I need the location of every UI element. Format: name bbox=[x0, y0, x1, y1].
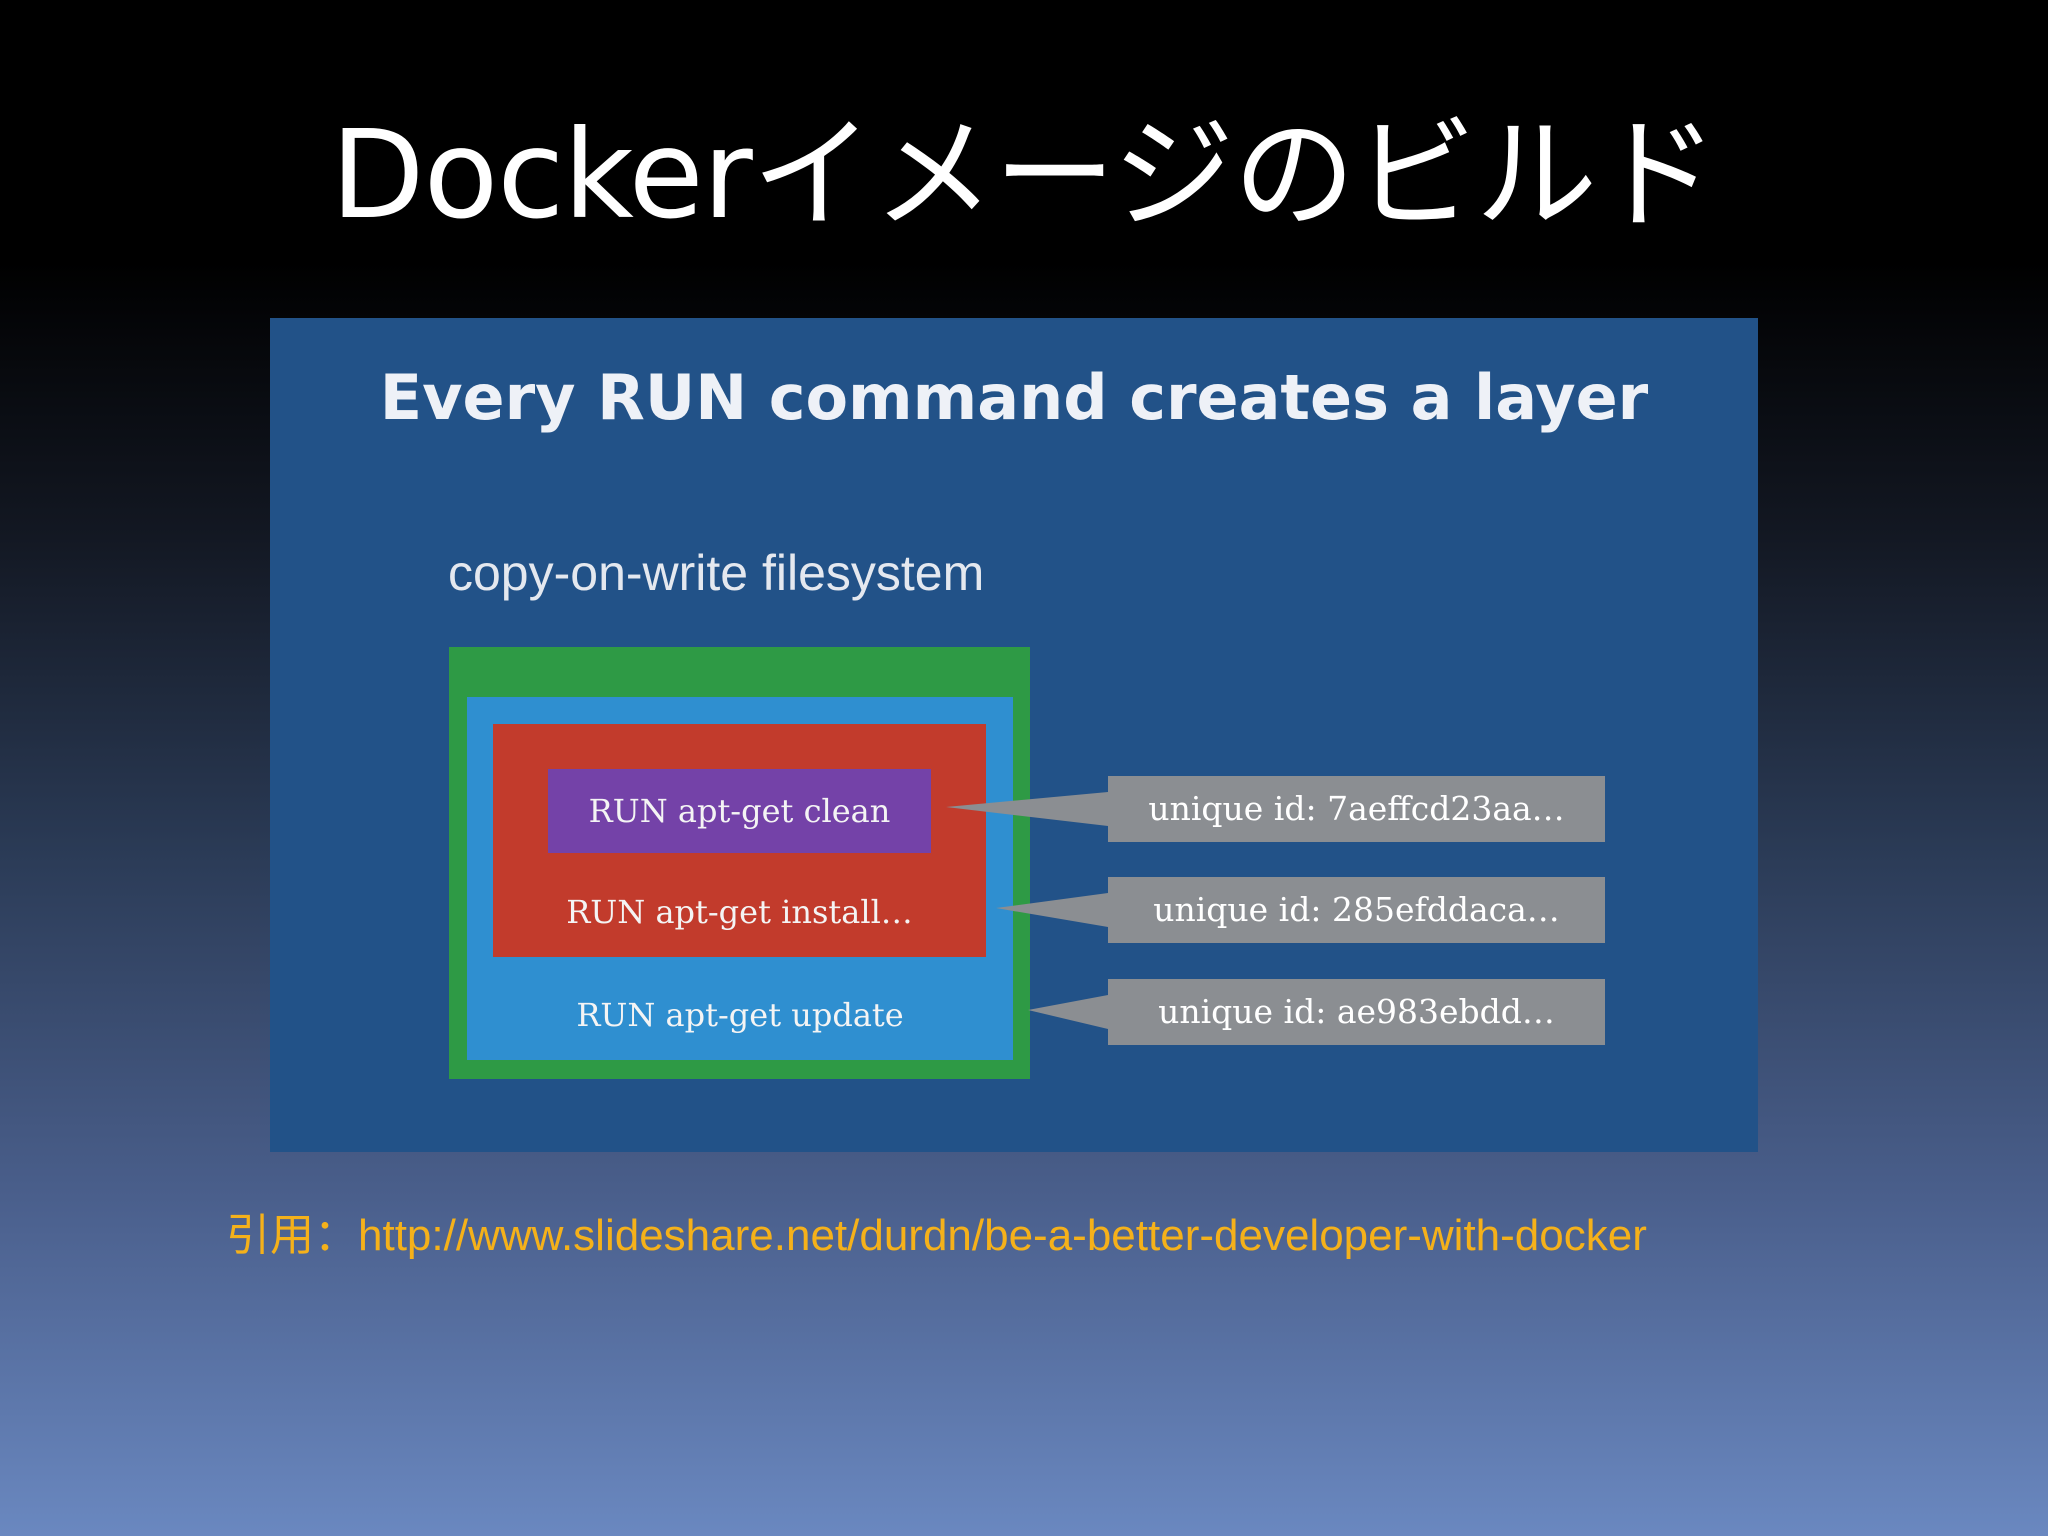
connector-update bbox=[1028, 995, 1108, 1029]
connector-arrows bbox=[946, 792, 1108, 1029]
layer-clean bbox=[548, 769, 931, 853]
command-clean-label: RUN apt-get clean bbox=[588, 792, 891, 830]
connector-install bbox=[996, 893, 1108, 927]
command-install-label: RUN apt-get install… bbox=[566, 893, 913, 931]
layer-diagram: Every RUN command creates a layer copy-o… bbox=[270, 318, 1758, 1152]
filesystem-label: copy-on-write filesystem bbox=[448, 545, 985, 601]
unique-id-install: unique id: 285efddaca… bbox=[1108, 877, 1605, 943]
citation-link[interactable]: 引用：http://www.slideshare.net/durdn/be-a-… bbox=[226, 1211, 1647, 1260]
slide-title: Dockerイメージのビルド bbox=[330, 104, 1719, 246]
unique-id-update: unique id: ae983ebdd… bbox=[1108, 979, 1605, 1045]
command-update-label: RUN apt-get update bbox=[576, 996, 904, 1034]
connector-clean bbox=[946, 792, 1108, 826]
diagram-heading: Every RUN command creates a layer bbox=[379, 361, 1649, 434]
unique-id-clean: unique id: 7aeffcd23aa… bbox=[1108, 776, 1605, 842]
